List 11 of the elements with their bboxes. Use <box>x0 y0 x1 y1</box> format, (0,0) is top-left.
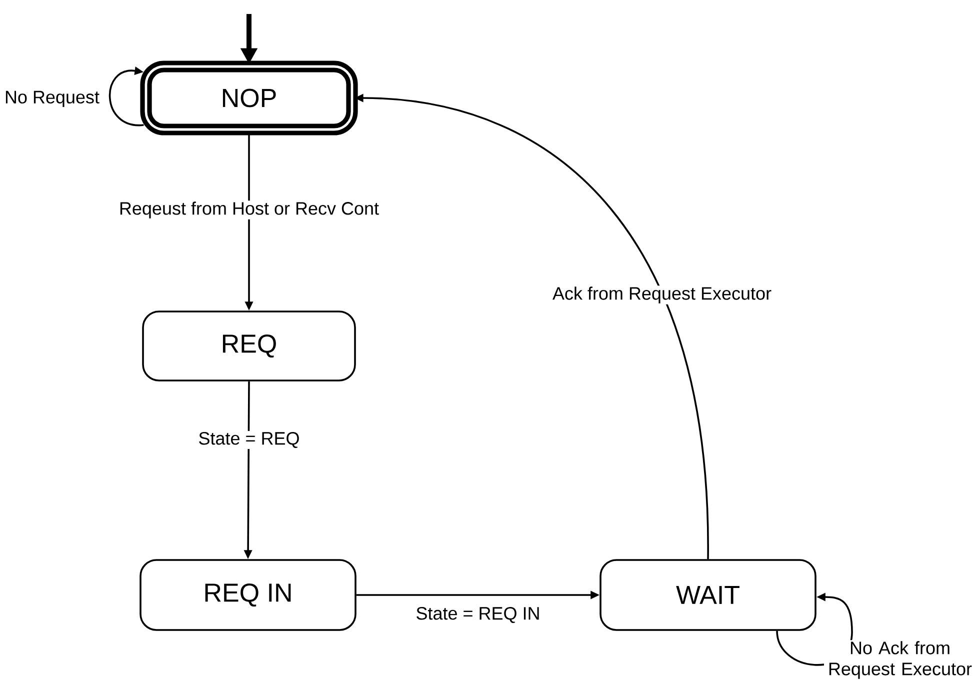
edge-label: Ack from Request Executor <box>551 286 773 304</box>
self-loop-arrow <box>108 66 144 126</box>
edge-label: State = REQ <box>197 431 301 449</box>
edge-label: State = REQ IN <box>416 607 539 623</box>
state-box: WAIT <box>600 559 816 631</box>
edge-label: No Ack from Request Executor <box>824 640 973 680</box>
state-box: REQ IN <box>140 559 356 631</box>
state-box: REQ <box>142 310 356 382</box>
edge-label: No Request <box>6 90 100 108</box>
start-state-box: NOP <box>140 60 358 136</box>
edge-label: Reqeust from Host or Recv Cont <box>118 200 380 220</box>
